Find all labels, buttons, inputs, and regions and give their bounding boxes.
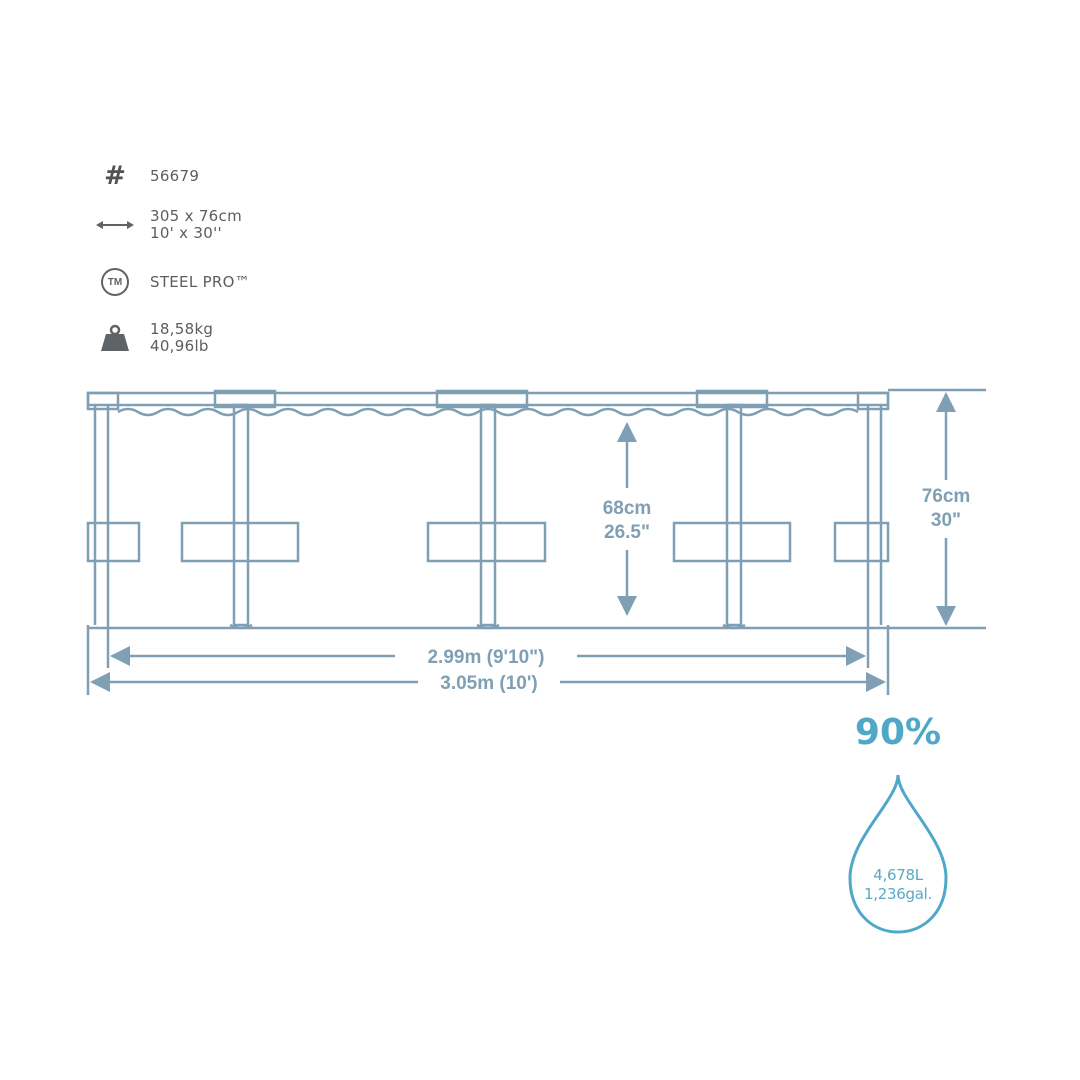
volume-liters: 4,678L <box>873 866 923 884</box>
weight-metric: 18,58kg <box>150 320 214 338</box>
fill-percent: 90% <box>854 712 942 753</box>
height-imperial-label: 30" <box>931 510 961 531</box>
rail-connector <box>213 389 277 409</box>
volume-gallons: 1,236gal. <box>864 885 932 903</box>
water-drop-icon <box>848 774 948 934</box>
depth-metric-label: 68cm <box>603 498 652 519</box>
spec-frame: TM STEEL PRO™ <box>92 262 250 302</box>
tm-badge-icon: TM <box>92 262 138 302</box>
weight-icon <box>92 318 138 358</box>
leg <box>479 403 497 627</box>
depth-imperial-label: 26.5" <box>604 522 650 543</box>
spec-weight: 18,58kg 40,96lb <box>92 318 213 358</box>
rail-connector <box>695 389 769 409</box>
leg <box>232 403 250 627</box>
t-support <box>833 521 890 563</box>
liner-edge <box>117 407 859 417</box>
spec-size: 305 x 76cm 10' x 30'' <box>92 205 242 245</box>
inner-width-label: 2.99m (9'10") <box>427 647 544 668</box>
t-support <box>672 521 792 563</box>
t-support <box>86 521 141 563</box>
rail-connector-left <box>86 391 120 411</box>
model-number: 56679 <box>150 166 200 185</box>
capacity-text: 4,678L 1,236gal. <box>838 866 958 904</box>
t-support <box>426 521 547 563</box>
hash-icon: # <box>104 161 126 191</box>
frame-name: STEEL PRO™ <box>150 272 251 291</box>
weight-imperial: 40,96lb <box>150 337 209 355</box>
rail-connector-right <box>856 391 890 411</box>
t-support <box>180 521 300 563</box>
outer-width-label: 3.05m (10') <box>440 673 537 694</box>
size-metric: 305 x 76cm <box>150 207 242 225</box>
height-metric-label: 76cm <box>922 486 971 507</box>
size-imperial: 10' x 30'' <box>150 224 222 242</box>
leg <box>725 403 743 627</box>
double-arrow-icon <box>92 205 138 245</box>
spec-model: # 56679 <box>92 156 199 196</box>
